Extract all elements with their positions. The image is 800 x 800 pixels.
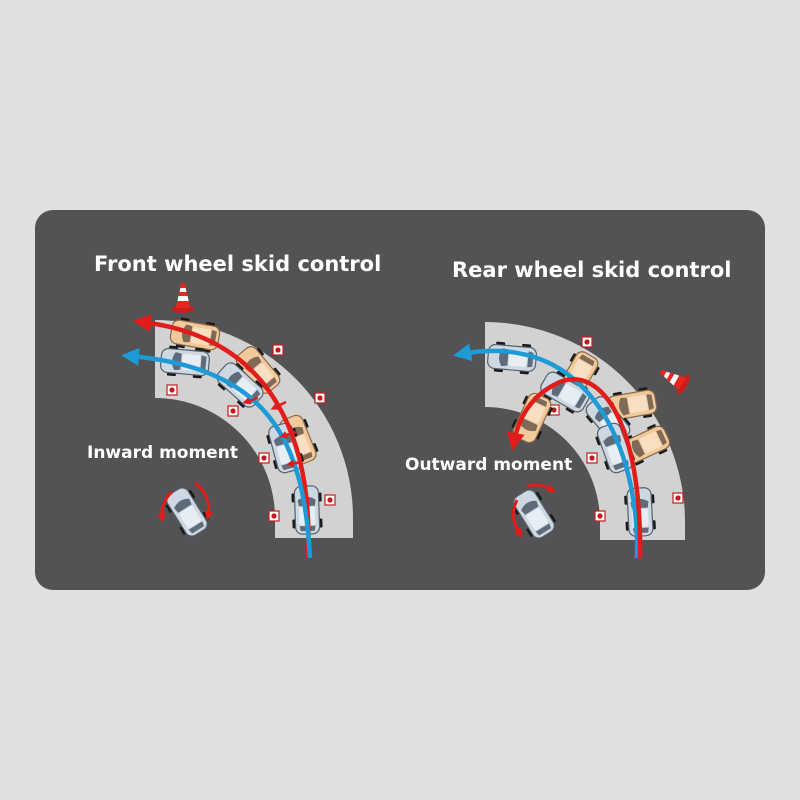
- marker-sign-icon: [166, 384, 178, 396]
- car-icon: [486, 340, 538, 376]
- front-moment-label: Inward moment: [87, 443, 238, 463]
- moment-arrow: [279, 430, 297, 439]
- moment-arrow: [270, 400, 287, 410]
- marker-sign-icon: [324, 494, 336, 506]
- marker-sign-icon: [672, 492, 684, 504]
- controlled-path-arrow: [453, 343, 640, 559]
- traffic-cone-icon: [172, 283, 194, 313]
- rotation-arrow-icon: [526, 483, 556, 493]
- front-paths: [121, 314, 313, 559]
- front-moment-demo: [157, 481, 214, 541]
- marker-sign-icon: [314, 392, 326, 404]
- traffic-cone-icon: [655, 361, 693, 397]
- rear-moment-demo: [507, 483, 561, 543]
- skid-path-arrow: [506, 377, 643, 559]
- car-icon: [507, 485, 561, 543]
- moment-arrow: [286, 459, 303, 468]
- marker-sign-icon: [268, 510, 280, 522]
- moment-arrow: [242, 396, 259, 405]
- marker-sign-icon: [594, 510, 606, 522]
- marker-sign-icon: [258, 452, 270, 464]
- rear-paths: [453, 343, 643, 559]
- marker-sign-icon: [581, 336, 593, 348]
- controlled-path-arrow: [121, 347, 313, 559]
- rotation-arrow-icon: [194, 481, 214, 521]
- front-panel-title: Front wheel skid control: [94, 252, 382, 276]
- rear-panel-title: Rear wheel skid control: [452, 258, 732, 282]
- rear-moment-label: Outward moment: [405, 455, 573, 475]
- marker-sign-icon: [586, 452, 598, 464]
- marker-sign-icon: [227, 405, 239, 417]
- rotation-arrow-icon: [157, 490, 174, 523]
- rotation-arrow-icon: [512, 499, 523, 538]
- marker-sign-icon: [272, 344, 284, 356]
